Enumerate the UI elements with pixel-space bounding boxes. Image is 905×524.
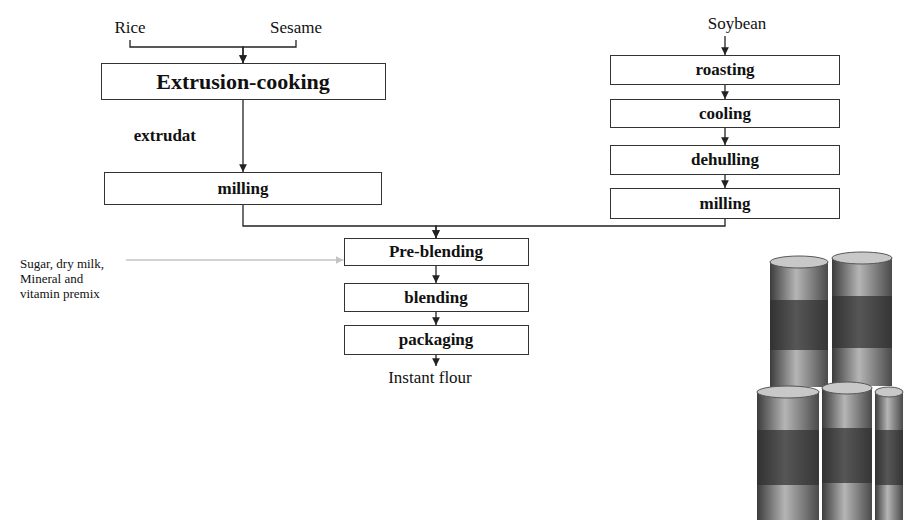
can — [875, 387, 903, 520]
node-text: cooling — [699, 104, 751, 124]
edge-label: extrudat — [132, 126, 198, 146]
node-text: milling — [699, 194, 750, 214]
flow-arrow — [724, 85, 725, 99]
can-body — [832, 258, 892, 386]
node-text: Sesame — [270, 18, 322, 38]
ingredient-note: Sugar, dry milk, Mineral and vitamin pre… — [18, 254, 126, 305]
process-box: cooling — [610, 99, 840, 128]
can-lid — [832, 252, 892, 264]
can-body — [770, 262, 828, 387]
can-label — [832, 296, 892, 348]
flow-arrow — [724, 175, 725, 188]
node-text: milling — [217, 179, 268, 199]
flow-arrow — [435, 355, 436, 366]
node-text: blending — [404, 288, 467, 308]
flow-arrow — [435, 266, 436, 283]
node-text: roasting — [695, 60, 754, 80]
process-box: packaging — [344, 325, 529, 355]
node-text: packaging — [399, 330, 474, 350]
flow-arrow — [724, 36, 725, 55]
flow-arrow — [436, 219, 725, 238]
can-lid — [770, 256, 828, 268]
input-label: Sesame — [265, 16, 327, 40]
process-box: milling — [610, 188, 840, 219]
can-label — [770, 300, 828, 350]
input-label: Soybean — [703, 12, 772, 36]
flow-arrow — [130, 40, 243, 63]
can-lid — [822, 382, 872, 394]
can-label — [875, 430, 903, 485]
node-text: Rice — [114, 18, 145, 38]
node-text: Extrusion-cooking — [156, 69, 330, 94]
can-body — [875, 392, 903, 520]
can — [832, 252, 892, 386]
flow-arrow — [242, 100, 243, 172]
process-box: roasting — [610, 55, 840, 85]
can-label — [757, 430, 819, 485]
node-text: Instant flour — [388, 368, 472, 388]
process-box: Extrusion-cooking — [101, 63, 386, 100]
node-text: dehulling — [691, 150, 759, 170]
process-box: dehulling — [610, 145, 840, 175]
can-label — [822, 428, 872, 483]
node-text: Soybean — [708, 14, 767, 34]
process-box: Pre-blending — [344, 238, 529, 266]
flow-arrow — [243, 40, 296, 63]
can-lid — [757, 386, 819, 398]
can — [770, 256, 828, 387]
can-body — [822, 388, 872, 520]
node-text: Sugar, dry milk, Mineral and vitamin pre… — [20, 257, 124, 302]
input-label: Rice — [109, 16, 151, 40]
process-box: milling — [104, 172, 382, 205]
flow-arrow — [435, 312, 436, 325]
can — [822, 382, 872, 520]
product-label: Instant flour — [383, 366, 477, 390]
can-lid — [875, 387, 903, 397]
flow-arrow — [243, 205, 436, 238]
node-text: Pre-blending — [389, 242, 483, 262]
process-box: blending — [344, 283, 529, 312]
can-body — [757, 392, 819, 520]
flow-arrow — [724, 128, 725, 145]
can — [757, 386, 819, 520]
flow-arrow — [126, 259, 344, 260]
